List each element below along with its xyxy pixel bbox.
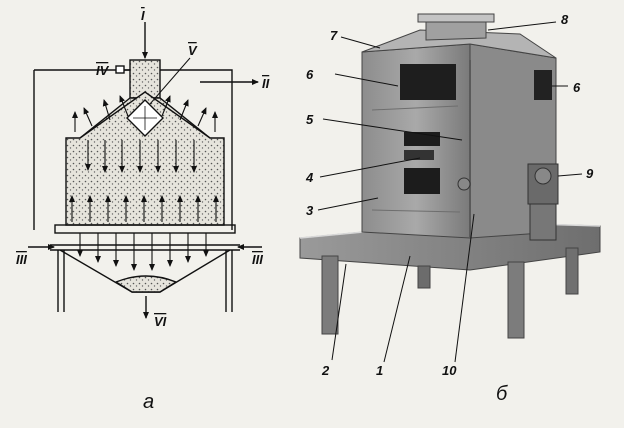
callout-3: 3 [306, 203, 314, 218]
casing-outline [33, 69, 233, 230]
caption-b: б [496, 383, 508, 405]
exhaust-arrows [72, 95, 218, 132]
knob [457, 177, 471, 191]
downflow-arrows [85, 140, 197, 173]
label-stream-VI: VI [154, 314, 167, 329]
label-stream-II: II [262, 76, 270, 91]
callout-1: 1 [376, 363, 383, 378]
callout-10: 10 [442, 363, 457, 378]
leg-front-left [321, 255, 339, 335]
cone-arrows [77, 233, 209, 271]
upflow-arrows [69, 195, 219, 222]
callout-7: 7 [330, 28, 338, 43]
label-stream-III-right: III [252, 252, 263, 267]
sensor-IV [115, 65, 125, 74]
caption-a: а [143, 391, 154, 413]
body-top [361, 29, 557, 59]
callout-9: 9 [586, 166, 594, 181]
leg-front-right [507, 261, 525, 339]
window-upper [400, 64, 456, 100]
callout-8: 8 [561, 12, 569, 27]
label-stream-I: I [141, 8, 145, 23]
leg-back-left [417, 265, 431, 289]
callout-6-left: 6 [306, 67, 314, 82]
callout-2: 2 [321, 363, 330, 378]
schematic-cooler [28, 22, 262, 319]
leg-back-right [565, 247, 579, 295]
label-stream-V: V [188, 43, 198, 58]
label-stream-IV: IV [96, 63, 110, 78]
support-legs [57, 250, 233, 312]
leader-V [149, 57, 191, 105]
lower-frame [54, 224, 236, 234]
label-stream-III-left: III [16, 252, 27, 267]
callout-leaders [317, 21, 583, 363]
window-lower [404, 168, 440, 194]
callout-6-right: 6 [573, 80, 581, 95]
callout-5: 5 [306, 112, 314, 127]
window-side [534, 70, 552, 100]
photo-machine [299, 13, 601, 339]
callout-4: 4 [305, 170, 314, 185]
